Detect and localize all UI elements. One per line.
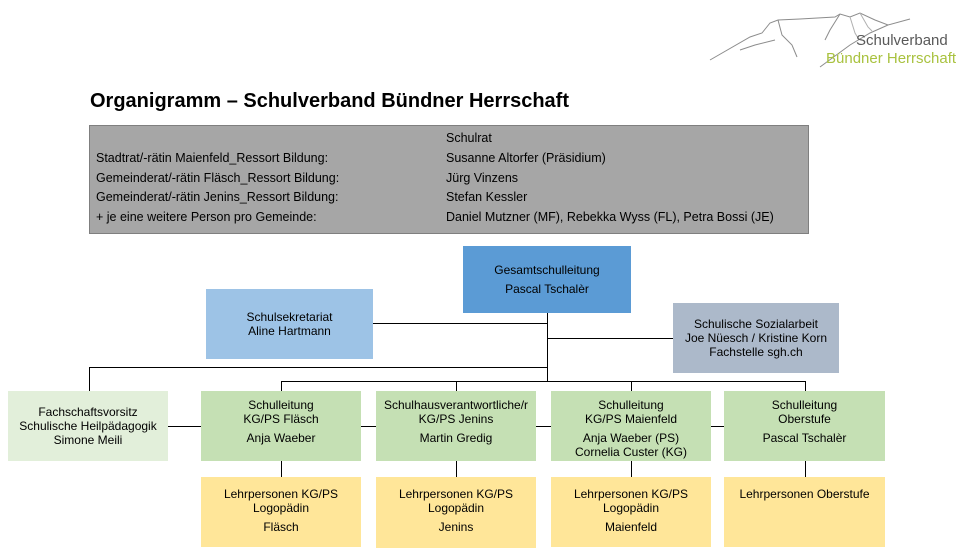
- connector-line: [361, 426, 376, 427]
- box-name: Pascal Tschalèr: [762, 431, 847, 445]
- box-title: Lehrpersonen Oberstufe: [739, 487, 870, 501]
- box-title: Lehrpersonen KG/PS: [573, 487, 689, 501]
- sozialarbeit-box: Schulische Sozialarbeit Joe Nüesch / Kri…: [673, 303, 839, 373]
- box-subtitle: Logopädin: [252, 501, 310, 515]
- gesamtschulleitung-box: Gesamtschulleitung Pascal Tschalèr: [463, 246, 631, 313]
- schulleitung-oberstufe-box: Schulleitung Oberstufe Pascal Tschalèr: [724, 391, 885, 461]
- box-place: Jenins: [438, 520, 474, 534]
- connector-line: [547, 313, 548, 381]
- box-subtitle: Logopädin: [602, 501, 660, 515]
- box-title: Fachschaftsvorsitz: [38, 405, 138, 419]
- schulrat-role: + je eine weitere Person pro Gemeinde:: [96, 210, 317, 224]
- connector-line: [711, 426, 724, 427]
- lehrpersonen-oberstufe-box: Lehrpersonen Oberstufe: [724, 477, 885, 547]
- box-name: Pascal Tschalèr: [505, 282, 589, 296]
- page-title: Organigramm – Schulverband Bündner Herrs…: [90, 90, 570, 112]
- box-title: Lehrpersonen KG/PS: [223, 487, 339, 501]
- lehrpersonen-jenins-box: Lehrpersonen KG/PS Logopädin Jenins: [376, 477, 536, 548]
- connector-line: [547, 338, 673, 339]
- mountain-logo-icon: [709, 12, 911, 68]
- connector-line: [89, 367, 90, 391]
- box-name: Simone Meili: [53, 433, 123, 447]
- schulrat-name: Daniel Mutzner (MF), Rebekka Wyss (FL), …: [446, 210, 774, 224]
- box-name: Aline Hartmann: [248, 324, 331, 338]
- schulrat-box: Schulrat Stadtrat/-rätin Maienfeld_Resso…: [89, 125, 809, 234]
- box-subtitle: KG/PS Fläsch: [243, 412, 319, 426]
- box-name-2: Cornelia Custer (KG): [574, 445, 688, 459]
- box-extra: Fachstelle sgh.ch: [709, 345, 803, 359]
- box-place: Maienfeld: [604, 520, 658, 534]
- box-name: Anja Waeber: [246, 431, 316, 445]
- box-place: Fläsch: [263, 520, 299, 534]
- schulleitung-flaesch-box: Schulleitung KG/PS Fläsch Anja Waeber: [201, 391, 361, 461]
- box-title: Lehrpersonen KG/PS: [398, 487, 514, 501]
- schulrat-role: Gemeinderat/-rätin Fläsch_Ressort Bildun…: [96, 171, 340, 185]
- box-title: Schulleitung: [771, 398, 838, 412]
- box-title: Schulleitung: [598, 398, 664, 412]
- box-name: Martin Gredig: [419, 431, 493, 445]
- schulhausverantwortliche-jenins-box: Schulhausverantwortliche/r KG/PS Jenins …: [376, 391, 536, 461]
- box-subtitle: Logopädin: [427, 501, 485, 515]
- box-title: Schulleitung: [248, 398, 314, 412]
- box-title: Schulische Sozialarbeit: [693, 317, 819, 331]
- box-subtitle: KG/PS Maienfeld: [584, 412, 678, 426]
- connector-line: [281, 461, 282, 477]
- box-subtitle: Schulische Heilpädagogik: [19, 419, 157, 433]
- connector-line: [805, 461, 806, 477]
- connector-line: [631, 381, 632, 391]
- connector-line: [805, 381, 806, 391]
- box-title: Schulhausverantwortliche/r: [383, 398, 529, 412]
- connector-line: [168, 426, 201, 427]
- schulrat-header: Schulrat: [446, 131, 492, 145]
- connector-line: [372, 323, 547, 324]
- sekretariat-box: Schulsekretariat Aline Hartmann: [206, 289, 373, 359]
- box-subtitle: Oberstufe: [778, 412, 831, 426]
- box-subtitle: KG/PS Jenins: [418, 412, 494, 426]
- fachschaft-box: Fachschaftsvorsitz Schulische Heilpädago…: [8, 391, 168, 461]
- connector-line: [281, 381, 282, 391]
- schulrat-role: Stadtrat/-rätin Maienfeld_Ressort Bildun…: [96, 151, 329, 165]
- box-title: Schulsekretariat: [246, 310, 333, 324]
- connector-line: [456, 381, 457, 391]
- logo-line1: Schulverband: [856, 32, 948, 49]
- connector-line: [89, 367, 547, 368]
- connector-line: [456, 461, 457, 477]
- schulrat-name: Jürg Vinzens: [446, 171, 519, 185]
- connector-line: [281, 381, 806, 382]
- box-name: Anja Waeber (PS): [582, 431, 680, 445]
- connector-line: [631, 461, 632, 477]
- connector-line: [536, 426, 551, 427]
- lehrpersonen-maienfeld-box: Lehrpersonen KG/PS Logopädin Maienfeld: [551, 477, 711, 547]
- schulrat-role: Gemeinderat/-rätin Jenins_Ressort Bildun…: [96, 190, 339, 204]
- lehrpersonen-flaesch-box: Lehrpersonen KG/PS Logopädin Fläsch: [201, 477, 361, 547]
- schulrat-name: Stefan Kessler: [446, 190, 528, 204]
- schulrat-name: Susanne Altorfer (Präsidium): [446, 151, 606, 165]
- schulleitung-maienfeld-box: Schulleitung KG/PS Maienfeld Anja Waeber…: [551, 391, 711, 461]
- logo-line2: Bündner Herrschaft: [826, 50, 957, 67]
- box-name: Joe Nüesch / Kristine Korn: [684, 331, 828, 345]
- box-title: Gesamtschulleitung: [494, 263, 600, 277]
